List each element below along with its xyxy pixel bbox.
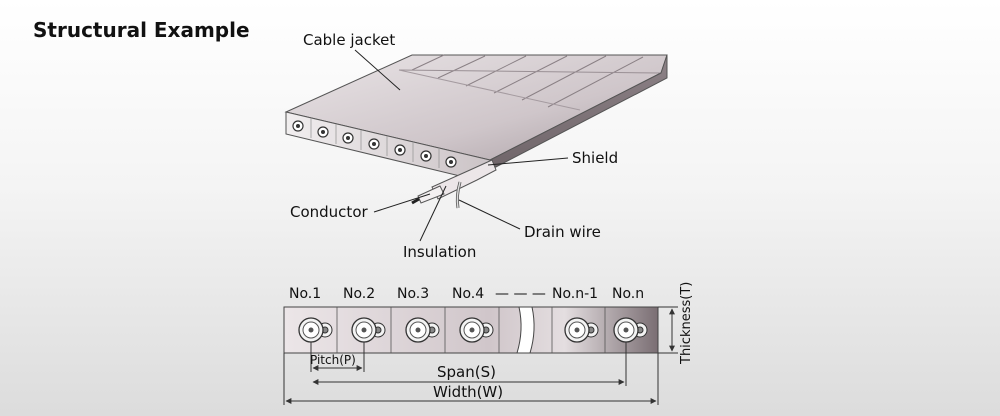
- width-dimension: [283, 353, 659, 405]
- cell-dividers: [336, 307, 606, 353]
- col-label-1: No.1: [289, 286, 321, 302]
- section-wires: [298, 317, 648, 343]
- label-conductor: Conductor: [290, 203, 368, 221]
- jacket-stripes: [398, 54, 661, 111]
- cable-side-face: [489, 54, 668, 171]
- label-cable-jacket: Cable jacket: [303, 31, 395, 49]
- cross-section: No.1 No.2 No.3 No.4 — — — No.n-1 No.n: [283, 282, 694, 405]
- label-insulation: Insulation: [403, 243, 476, 261]
- diagram-title: Structural Example: [33, 18, 250, 42]
- width-label: Width(W): [433, 383, 503, 401]
- cable-3d: [284, 54, 668, 209]
- thickness-dimension: [658, 306, 678, 354]
- col-label-n: No.n: [612, 286, 644, 302]
- col-label-2: No.2: [343, 286, 375, 302]
- pitch-dimension: [310, 342, 365, 372]
- front-wire-ends: [292, 118, 457, 168]
- label-shield: Shield: [572, 149, 618, 167]
- col-ellipsis: — — —: [495, 286, 546, 302]
- col-label-n-1: No.n-1: [552, 286, 598, 302]
- callout-lines: [354, 49, 569, 242]
- thickness-label: Thickness(T): [679, 282, 694, 365]
- col-label-3: No.3: [397, 286, 429, 302]
- break-gap: [516, 306, 535, 354]
- pitch-label: Pitch(P): [310, 353, 356, 367]
- span-label: Span(S): [437, 363, 496, 381]
- pulled-wire: [411, 159, 497, 209]
- label-drain-wire: Drain wire: [524, 223, 601, 241]
- col-label-4: No.4: [452, 286, 484, 302]
- span-dimension: [312, 342, 627, 386]
